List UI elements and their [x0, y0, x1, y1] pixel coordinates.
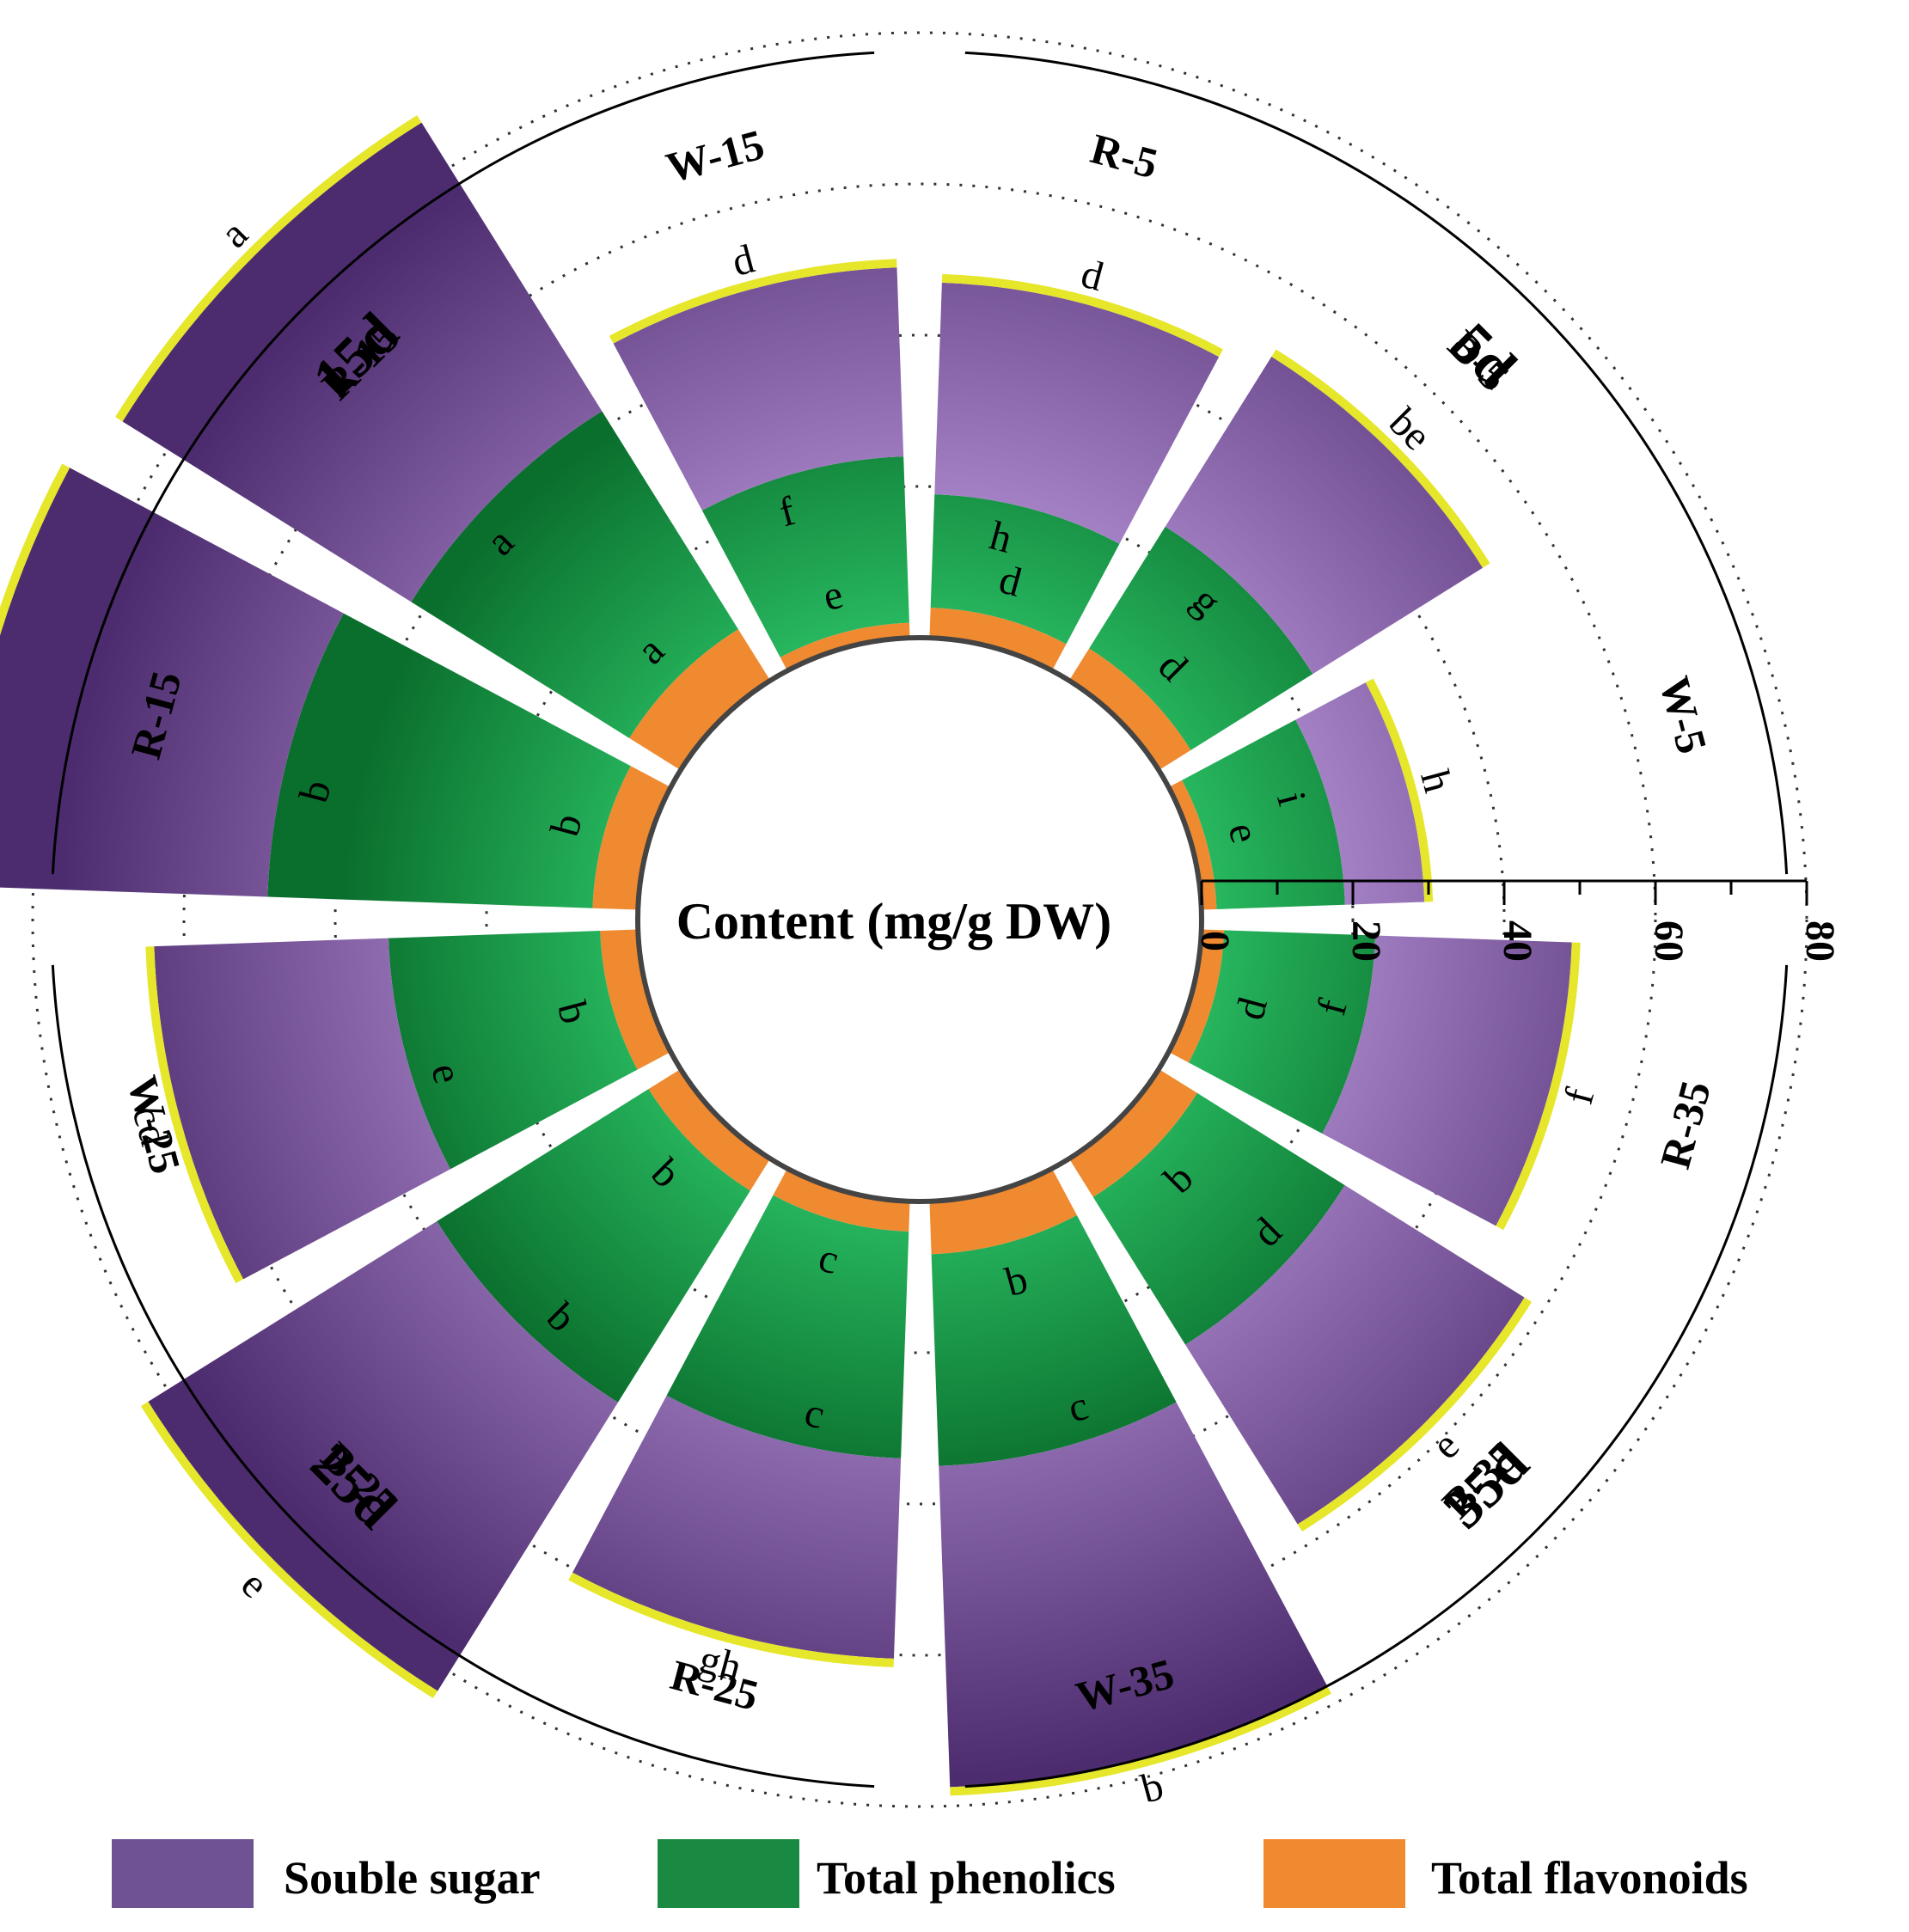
bar-r-15 [115, 115, 771, 771]
center-circle [635, 635, 1204, 1204]
bar-label: W-15 [661, 119, 768, 192]
group-arc-15d [51, 51, 875, 875]
segment-sugar [934, 282, 1220, 544]
segment-flavonoids [629, 629, 771, 771]
segment-sugar [1322, 935, 1572, 1226]
bar-outer-edge [1297, 1297, 1533, 1532]
significance-letter: a [211, 211, 257, 257]
axis-tick-label: 20 [1343, 920, 1389, 962]
legend-label-flavonoids: Total flavonoids [1431, 1852, 1748, 1904]
segment-phenolics [1182, 719, 1345, 909]
bar-b-25 [140, 1068, 771, 1699]
segment-phenolics [666, 1195, 909, 1458]
significance-letter: e [1423, 1422, 1468, 1468]
axis-tick-label: 80 [1797, 920, 1843, 962]
segment-flavonoids [1068, 1068, 1197, 1197]
grid-circle-60 [182, 182, 1657, 1657]
segment-phenolics [701, 456, 909, 657]
significance-letter: b [1136, 1763, 1168, 1812]
group-arc-35d [964, 964, 1789, 1788]
bar-b-5 [1068, 349, 1490, 771]
grid-circles [31, 31, 1808, 1808]
bar-r-25 [568, 1168, 910, 1667]
segment-phenolics [931, 1214, 1177, 1466]
segment-phenolics [1092, 1092, 1345, 1345]
bar-label: R-35 [1650, 1076, 1720, 1174]
bar-label: R-25 [665, 1650, 763, 1720]
bar-outer-edge [1271, 349, 1490, 568]
axis-tick-label: 40 [1495, 920, 1540, 962]
bar-outer-edge [145, 946, 244, 1284]
axis-tick-label: 60 [1646, 920, 1692, 962]
group-arc-25d [51, 964, 875, 1788]
segment-flavonoids [592, 766, 671, 910]
bar-r-35 [1168, 929, 1581, 1231]
bar-w-25 [145, 929, 671, 1284]
bar-outer-edge [1496, 942, 1581, 1231]
bar-b-35 [1068, 1068, 1533, 1532]
segment-sugar [1165, 356, 1484, 675]
segment-sugar [0, 468, 344, 897]
segment-sugar [939, 1402, 1328, 1788]
bar-outer-edge [140, 1401, 438, 1699]
segment-sugar [1185, 1185, 1525, 1525]
bar-outer-edge [568, 1572, 894, 1667]
grid-circle-80 [31, 31, 1808, 1808]
center-label: Content (mg/g DW) [676, 893, 1112, 950]
segment-sugar [154, 938, 450, 1280]
bars [0, 115, 1581, 1796]
group-arc-5d [964, 51, 1789, 875]
legend-swatch-flavonoids [1263, 1839, 1405, 1908]
segment-phenolics [388, 930, 638, 1170]
bar-outer-edge [950, 1685, 1331, 1796]
bar-w-5 [1168, 678, 1434, 910]
group-label: 5d [1440, 310, 1530, 400]
bar-r-5 [929, 273, 1223, 671]
significance-letter: d [1076, 251, 1108, 300]
significance-letter: d [727, 236, 759, 285]
bar-outer-edge [115, 115, 422, 422]
segment-phenolics [411, 411, 738, 738]
segment-phenolics [1188, 930, 1376, 1134]
segment-sugar [1295, 682, 1425, 905]
grid-circle-20 [485, 485, 1355, 1354]
grid-circle-40 [333, 333, 1506, 1506]
significance-letter: e [232, 1562, 278, 1607]
legend-label-phenolics: Total phenolics [817, 1852, 1116, 1904]
segment-flavonoids [929, 608, 1067, 671]
bar-outer-edge [941, 273, 1223, 358]
bar-outer-edge [0, 463, 70, 636]
legend-swatch-sugar [112, 1839, 254, 1908]
radial-axis: 0 20 40 60 80 [1192, 879, 1843, 962]
segment-flavonoids [648, 1068, 771, 1191]
bar-label: W-5 [1650, 671, 1716, 758]
segment-phenolics [437, 1089, 750, 1403]
segment-flavonoids [929, 1168, 1077, 1255]
legend-swatch-phenolics [658, 1839, 799, 1908]
bar-r-15 [0, 463, 671, 910]
segment-flavonoids [1168, 929, 1225, 1063]
significance-letter: h [1411, 766, 1460, 798]
segment-sugar [572, 1395, 902, 1659]
segment-phenolics [1089, 526, 1313, 750]
legend-label-sugar: Souble sugar [284, 1852, 541, 1904]
axis-tick-label: 0 [1192, 931, 1238, 951]
segment-flavonoids [1068, 648, 1191, 771]
bar-label: R-5 [1086, 124, 1163, 187]
segment-sugar [613, 267, 904, 511]
bar-outer-edge [609, 259, 897, 344]
bar-w-35 [929, 1168, 1331, 1796]
segment-sugar [148, 1221, 618, 1691]
segment-sugar [122, 122, 603, 602]
bar-outer-edge [1365, 678, 1434, 902]
segment-flavonoids [600, 929, 671, 1070]
legend: Souble sugar Total phenolics Total flavo… [112, 1839, 1748, 1908]
segment-phenolics [930, 494, 1120, 645]
segment-flavonoids [773, 1168, 910, 1232]
significance-letter: f [1556, 1084, 1603, 1109]
segment-phenolics [267, 613, 631, 908]
